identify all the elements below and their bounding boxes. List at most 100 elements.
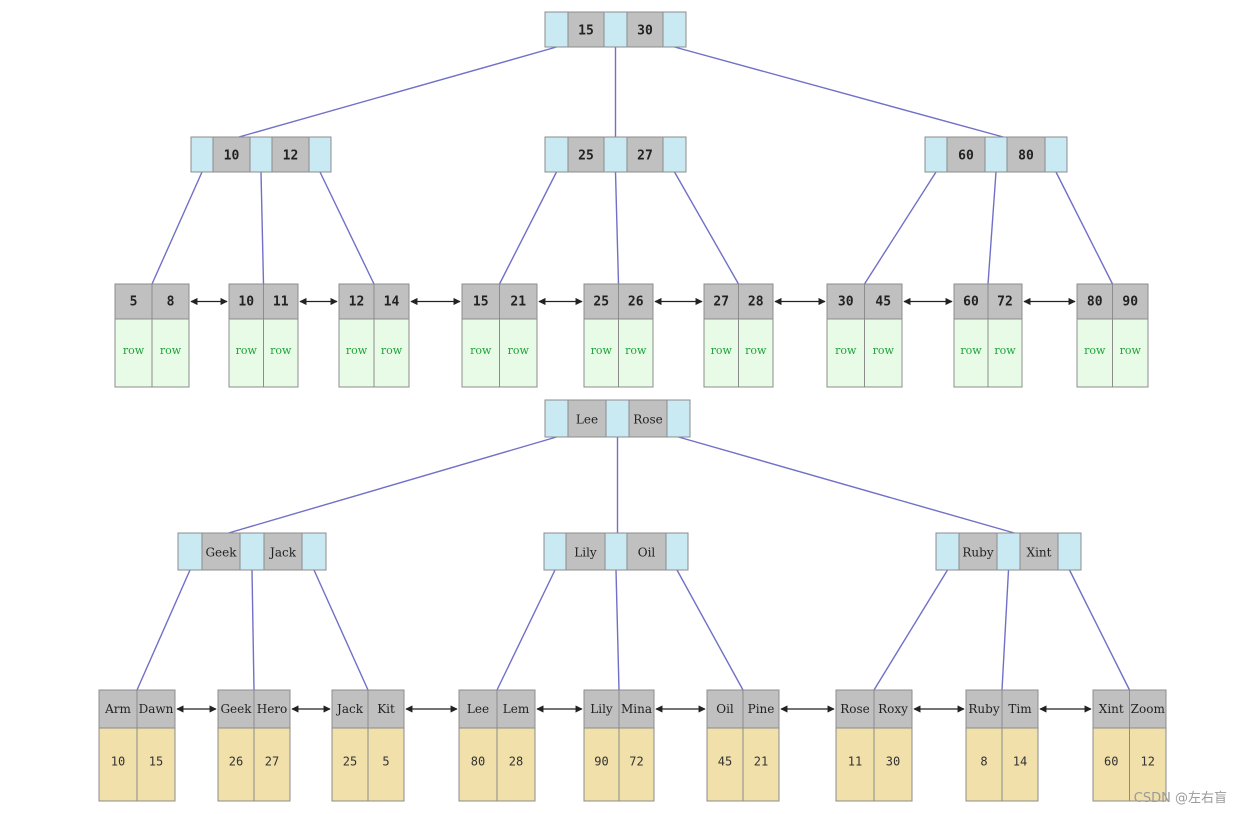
leaf-value-cell — [217, 727, 255, 802]
leaf-key-label: Rose — [840, 702, 870, 716]
leaf-value-label: 28 — [509, 755, 523, 769]
leaf-value-label: 5 — [382, 755, 389, 769]
pointer-cell — [996, 532, 1021, 571]
leaf-row-label: row — [711, 344, 733, 357]
key-label: Geek — [205, 546, 237, 560]
leaf-key-label: 27 — [713, 295, 729, 310]
key-label: Xint — [1027, 546, 1052, 560]
key-label: 25 — [578, 149, 594, 164]
leaf-row-label: row — [123, 344, 145, 357]
leaf-value-cell — [367, 727, 405, 802]
leaf-value-label: 80 — [471, 755, 485, 769]
leaf-row-label: row — [160, 344, 182, 357]
leaf-key-cell — [458, 689, 498, 729]
key-label: Lee — [576, 413, 598, 427]
leaf-row-label: row — [960, 344, 982, 357]
leaf-row-cell — [499, 318, 538, 388]
key-label: Rose — [633, 413, 663, 427]
leaf-key-cell — [136, 689, 176, 729]
tree2-root-node: Lee Rose — [544, 399, 691, 438]
leaf-row-label: row — [835, 344, 857, 357]
leaf-key-label: Arm — [104, 702, 131, 716]
leaf-row-label: row — [1120, 344, 1142, 357]
leaf-key-label: 30 — [838, 295, 854, 310]
leaf-row-cell — [864, 318, 903, 388]
pointer-cell — [924, 136, 948, 173]
edge-internal-to-leaf — [614, 171, 620, 285]
edge-internal-to-leaf — [496, 569, 556, 691]
pointer-cell — [544, 136, 569, 173]
key-label: 10 — [224, 149, 240, 164]
edge-internal-to-leaf — [987, 171, 997, 285]
leaf-row-label: row — [346, 344, 368, 357]
tree1-internal-1-node: 10 12 — [190, 136, 332, 173]
leaf-key-label: Xint — [1099, 702, 1124, 716]
edge-internal-to-leaf — [863, 171, 937, 285]
pointer-cell — [544, 11, 569, 48]
leaf-value-label: 60 — [1104, 755, 1118, 769]
leaf-row-label: row — [873, 344, 895, 357]
leaf-key-label: Kit — [377, 702, 395, 716]
leaf-row-cell — [461, 318, 500, 388]
leaf-value-label: 11 — [848, 755, 862, 769]
leaf-row-label: row — [591, 344, 613, 357]
leaf-row-label: row — [381, 344, 403, 357]
leaf-key-label: Roxy — [878, 702, 908, 716]
leaf-key-label: 60 — [963, 295, 979, 310]
pointer-cell — [301, 532, 327, 571]
edge-internal-to-leaf — [136, 569, 191, 691]
pointer-cell — [665, 532, 689, 571]
leaf-row-label: row — [508, 344, 530, 357]
leaf-key-cell — [114, 283, 153, 320]
key-cell — [201, 532, 241, 571]
leaf-value-cell — [458, 727, 498, 802]
key-label: 60 — [958, 149, 974, 164]
leaf-key-label: Tim — [1008, 702, 1032, 716]
leaf-key-label: Lily — [590, 702, 613, 716]
leaf-key-label: Hero — [257, 702, 288, 716]
leaf-key-label: 80 — [1087, 295, 1103, 310]
pointer-cell — [239, 532, 265, 571]
key-cell — [567, 11, 605, 48]
pointer-cell — [1044, 136, 1068, 173]
leaf-row-label: row — [745, 344, 767, 357]
leaf-value-cell — [1001, 727, 1039, 802]
leaf-key-label: 12 — [349, 295, 365, 310]
leaf-key-cell — [1092, 689, 1130, 729]
edge-internal-to-leaf — [1068, 569, 1131, 691]
leaf-key-label: Lem — [503, 702, 530, 716]
pointer-cell — [1057, 532, 1082, 571]
edge-internal-to-leaf — [313, 569, 369, 691]
leaf-value-label: 30 — [886, 755, 900, 769]
tree2-internal-3-node: Ruby Xint — [935, 532, 1082, 571]
key-label: Ruby — [962, 546, 993, 560]
leaf-row-cell — [987, 318, 1023, 388]
leaf-key-cell — [338, 283, 375, 320]
leaf-value-cell — [1129, 727, 1167, 802]
leaf-key-label: Ruby — [968, 702, 999, 716]
leaf-row-cell — [738, 318, 774, 388]
edge-internal-to-leaf — [251, 569, 255, 691]
key-cell — [626, 11, 664, 48]
leaf-key-label: Oil — [716, 702, 734, 716]
leaf-key-label: 90 — [1122, 295, 1138, 310]
pointer-cell — [662, 136, 687, 173]
leaf-row-cell — [618, 318, 654, 388]
leaf-row-cell — [338, 318, 375, 388]
tree1-leaf-7: 30 row 45 row — [826, 283, 903, 388]
pointer-cell — [603, 11, 628, 48]
key-label: 30 — [637, 24, 653, 39]
leaf-key-cell — [864, 283, 903, 320]
leaf-row-cell — [1076, 318, 1113, 388]
leaf-key-label: 45 — [875, 295, 891, 310]
key-label: 12 — [283, 149, 299, 164]
key-cell — [628, 399, 668, 438]
